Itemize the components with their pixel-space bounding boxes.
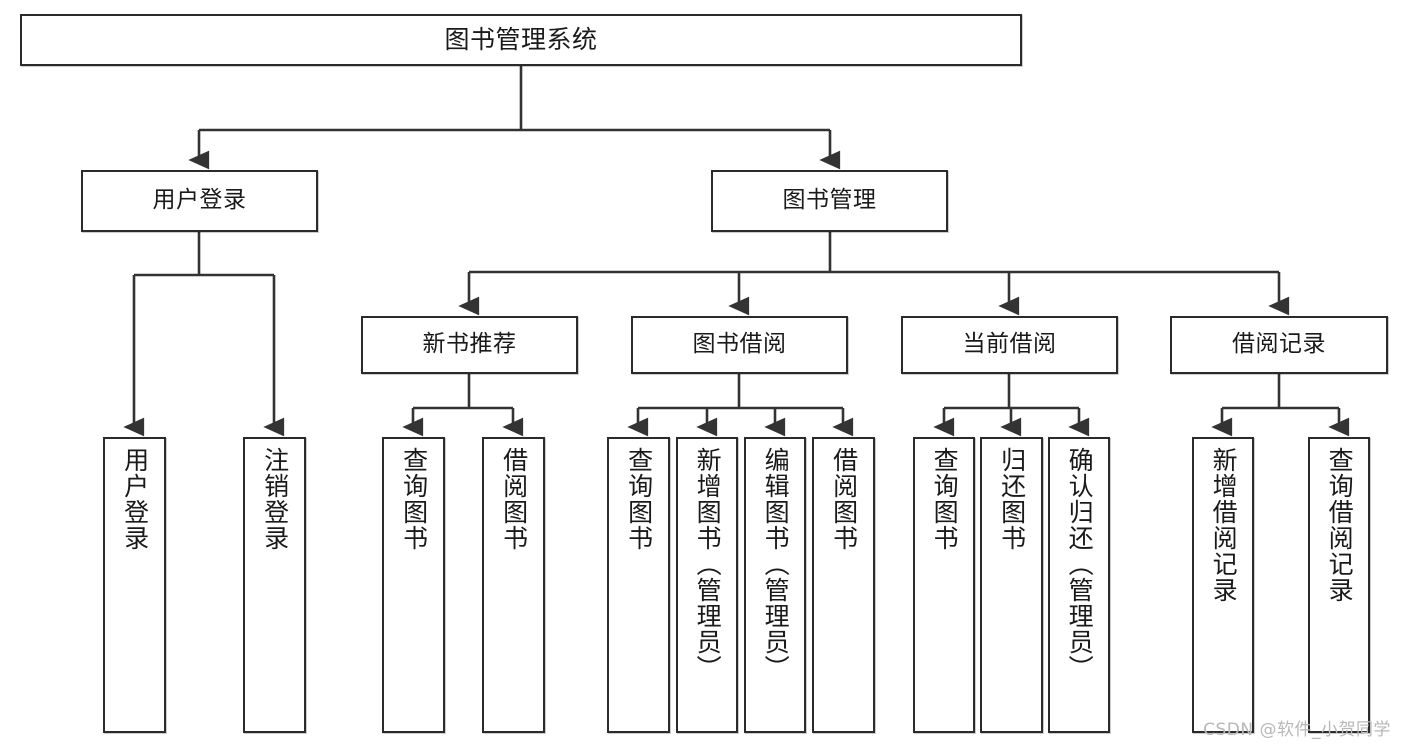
leaf-borrow-book-a-label: 借阅图书 [499,447,529,551]
leaf-add-borrow-record[interactable]: 新增借阅记录 [1192,437,1254,733]
leaf-query-book-b-label: 查询图书 [624,447,654,551]
leaf-query-book-a[interactable]: 查询图书 [382,437,445,733]
leaf-add-book[interactable]: 新增图书（管理员） [676,437,738,733]
node-new-book-recommend-label: 新书推荐 [422,331,517,358]
leaf-borrow-book-b-label: 借阅图书 [829,447,859,551]
node-book-borrow[interactable]: 图书借阅 [631,316,848,374]
watermark-text: CSDN @软件_小贺同学 [1203,720,1391,740]
leaf-confirm-return-label: 确认归还（管理员） [1065,447,1095,681]
node-user-login[interactable]: 用户登录 [81,170,318,232]
node-book-manage-label: 图书管理 [782,187,877,214]
node-root[interactable]: 图书管理系统 [20,14,1022,66]
node-current-borrow-label: 当前借阅 [962,331,1057,358]
node-borrow-record-label: 借阅记录 [1232,331,1326,358]
leaf-add-borrow-record-label: 新增借阅记录 [1209,447,1239,603]
leaf-add-book-label: 新增图书（管理员） [693,447,723,681]
leaf-edit-book[interactable]: 编辑图书（管理员） [744,437,806,733]
leaf-confirm-return[interactable]: 确认归还（管理员） [1048,437,1110,733]
node-current-borrow[interactable]: 当前借阅 [901,316,1118,374]
leaf-borrow-book-b[interactable]: 借阅图书 [812,437,875,733]
leaf-user-login[interactable]: 用户登录 [103,437,166,733]
leaf-edit-book-label: 编辑图书（管理员） [761,447,791,681]
leaf-query-borrow-record-label: 查询借阅记录 [1325,447,1355,603]
node-root-label: 图书管理系统 [444,25,598,55]
leaf-query-book-c[interactable]: 查询图书 [913,437,975,733]
leaf-query-book-a-label: 查询图书 [399,447,429,551]
node-borrow-record[interactable]: 借阅记录 [1170,316,1388,374]
node-book-borrow-label: 图书借阅 [692,331,787,358]
node-new-book-recommend[interactable]: 新书推荐 [361,316,578,374]
leaf-query-book-c-label: 查询图书 [930,447,960,551]
leaf-return-book-label: 归还图书 [997,447,1027,551]
node-book-manage[interactable]: 图书管理 [711,170,948,232]
leaf-logout-label: 注销登录 [260,447,290,551]
leaf-borrow-book-a[interactable]: 借阅图书 [482,437,545,733]
leaf-logout[interactable]: 注销登录 [243,437,306,733]
leaf-user-login-label: 用户登录 [120,447,150,551]
node-user-login-label: 用户登录 [152,187,247,214]
leaf-query-borrow-record[interactable]: 查询借阅记录 [1308,437,1370,733]
leaf-return-book[interactable]: 归还图书 [980,437,1043,733]
leaf-query-book-b[interactable]: 查询图书 [607,437,670,733]
